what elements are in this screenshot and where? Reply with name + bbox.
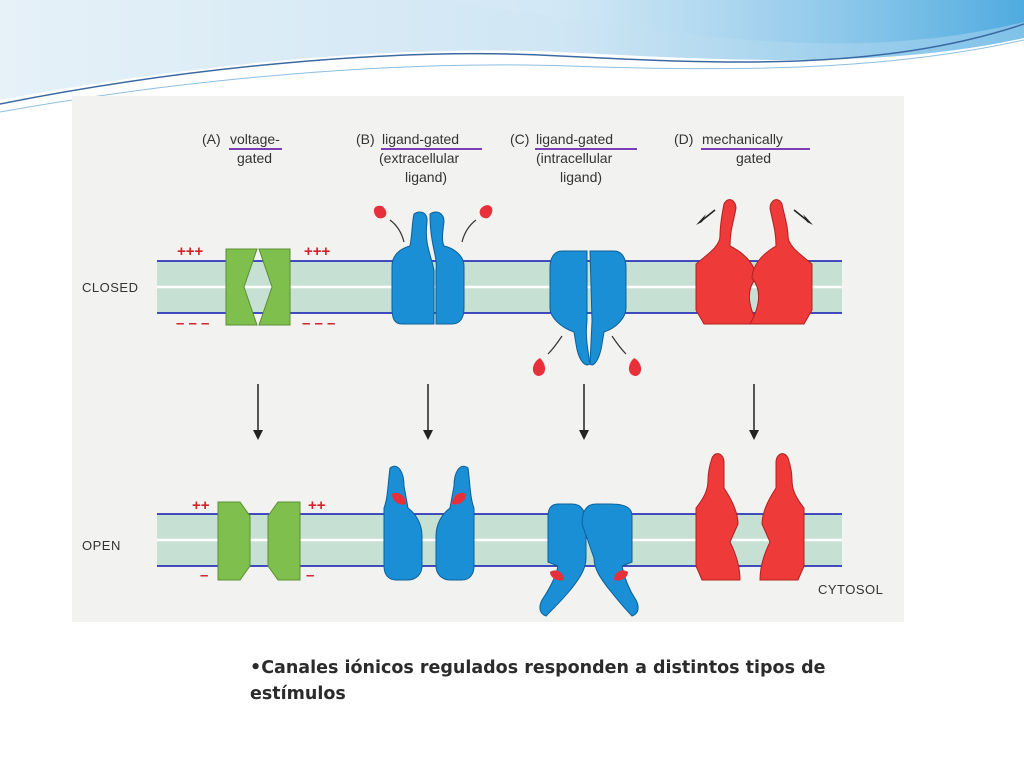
voltage-channel-open <box>217 501 301 581</box>
header-letter-b: (B) <box>356 131 375 147</box>
header-d-line-2: gated <box>736 150 771 166</box>
header-c-line-1: ligand-gated <box>536 131 613 147</box>
ion-channel-diagram: (A) voltage- gated (B) ligand-gated (ext… <box>82 131 883 617</box>
charge-minus-closed-left: – – – <box>176 315 209 332</box>
cytosol-label: CYTOSOL <box>818 582 883 597</box>
header-c-line-2: (intracellular <box>536 150 613 166</box>
header-b-line-2: (extracellular <box>379 150 459 166</box>
header-ligand-gated-extracellular: (B) ligand-gated (extracellular ligand) <box>356 131 482 185</box>
ligand-drop-right <box>479 205 493 219</box>
header-c-line-3: ligand) <box>560 169 602 185</box>
header-a-line-2: gated <box>237 150 272 166</box>
mechanical-channel-closed <box>695 199 813 325</box>
header-letter-a: (A) <box>202 131 221 147</box>
open-label: OPEN <box>82 538 121 553</box>
charge-plus-closed-left: +++ <box>177 243 204 260</box>
header-ligand-gated-intracellular: (C) ligand-gated (intracellular ligand) <box>510 131 637 185</box>
charge-plus-open-right: ++ <box>308 497 326 514</box>
bound-ligand-left <box>392 492 406 505</box>
ligand-drop-int-right <box>628 358 642 376</box>
transition-arrowheads <box>253 430 759 440</box>
charge-plus-closed-right: +++ <box>304 243 331 260</box>
voltage-channel-closed <box>225 248 291 326</box>
header-b-line-1: ligand-gated <box>382 131 459 147</box>
ion-channel-figure: (A) voltage- gated (B) ligand-gated (ext… <box>72 96 904 622</box>
header-voltage-gated: (A) voltage- gated <box>202 131 282 166</box>
caption: •Canales iónicos regulados responden a d… <box>250 655 870 707</box>
header-a-line-1: voltage- <box>230 131 280 147</box>
ligand-channel-int-closed <box>532 250 642 376</box>
header-letter-d: (D) <box>674 131 693 147</box>
caption-text: Canales iónicos regulados responden a di… <box>250 658 826 704</box>
charge-minus-closed-right: – – – <box>302 315 335 332</box>
charge-plus-open-left: ++ <box>192 497 210 514</box>
ligand-drop-left <box>373 205 387 219</box>
header-b-line-3: ligand) <box>405 169 447 185</box>
ligand-channel-ext-closed <box>373 205 493 325</box>
ligand-channel-ext-open <box>383 465 475 581</box>
caption-bullet: • <box>250 658 262 678</box>
mechanical-channel-open <box>695 453 805 581</box>
closed-label: CLOSED <box>82 280 138 295</box>
header-d-line-1: mechanically <box>702 131 783 147</box>
transition-arrows <box>257 384 755 432</box>
bound-ligand-int-left <box>550 570 564 581</box>
header-mechanically-gated: (D) mechanically gated <box>674 131 810 166</box>
header-wave <box>0 0 1024 113</box>
bound-ligand-right <box>452 492 466 505</box>
ligand-channel-int-open <box>539 503 639 617</box>
charge-minus-open-left: – <box>200 567 208 584</box>
header-letter-c: (C) <box>510 131 529 147</box>
ligand-drop-int-left <box>532 358 546 376</box>
charge-minus-open-right: – <box>306 567 314 584</box>
membrane-open <box>157 513 842 567</box>
bound-ligand-int-right <box>614 570 628 581</box>
